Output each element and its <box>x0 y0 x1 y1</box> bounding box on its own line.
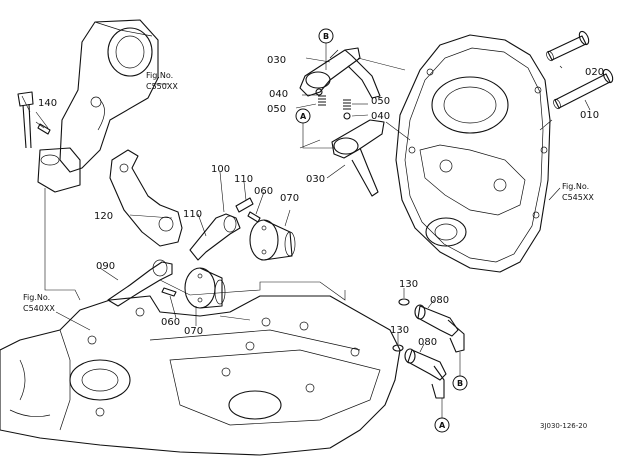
fig-ref-c540-code: C540XX <box>23 304 55 313</box>
callout-080-lower: 080 <box>418 337 437 348</box>
drawing-code: 3J030-126-20 <box>540 422 587 430</box>
flange-070-upper <box>247 211 296 261</box>
fig-ref-c545-label: Fig.No. <box>562 182 589 191</box>
callout-060-upper: 060 <box>254 186 273 197</box>
callout-120: 120 <box>94 211 113 222</box>
fig-ref-c550-label: Fig.No. <box>146 71 173 80</box>
callout-030-upper: 030 <box>267 55 286 66</box>
callout-050-right: 050 <box>371 96 390 107</box>
callout-040-upper: 040 <box>269 89 288 100</box>
pin-010 <box>553 68 614 110</box>
shift-fork-030-upper <box>299 47 381 99</box>
shaft-080-upper <box>414 304 465 353</box>
callout-080-upper: 080 <box>430 295 449 306</box>
marker-a-middle: A <box>300 112 307 121</box>
callout-130-upper: 130 <box>399 279 418 290</box>
flange-070-lower <box>161 267 226 309</box>
lower-transmission-housing <box>0 295 401 456</box>
shift-fork-030-lower <box>331 119 385 197</box>
circle-markers: B A B A <box>295 28 468 433</box>
gear-case-housing <box>395 34 551 273</box>
fig-ref-c550-code: C550XX <box>146 82 178 91</box>
callout-020: 020 <box>585 67 604 78</box>
callout-050-left: 050 <box>267 104 286 115</box>
callout-140: 140 <box>38 98 57 109</box>
lever-110-upper <box>189 197 254 261</box>
fig-ref-c540-label: Fig.No. <box>23 293 50 302</box>
callout-030-lower: 030 <box>306 174 325 185</box>
figure-references: Fig.No. C550XX Fig.No. C545XX Fig.No. C5… <box>23 71 594 313</box>
marker-b-bottom: B <box>457 379 463 388</box>
callout-110-upper: 110 <box>234 174 253 185</box>
shaft-080-lower <box>404 348 447 399</box>
pin-020 <box>546 30 590 62</box>
callout-110-lower: 110 <box>183 209 202 220</box>
callout-070-upper: 070 <box>280 193 299 204</box>
callout-040-right: 040 <box>371 111 390 122</box>
callout-060-lower: 060 <box>161 317 180 328</box>
callout-130-lower: 130 <box>390 325 409 336</box>
marker-b-top: B <box>323 32 329 41</box>
spring-ball-set <box>315 88 351 120</box>
upper-bracket-housing <box>37 19 159 193</box>
marker-a-bottom: A <box>439 421 446 430</box>
plate-120 <box>109 149 183 247</box>
leader-lines <box>21 43 591 418</box>
callout-labels: 020 010 030 040 050 050 040 030 140 120 … <box>38 55 604 348</box>
fig-ref-c545-code: C545XX <box>562 193 594 202</box>
callout-100: 100 <box>211 164 230 175</box>
callout-090: 090 <box>96 261 115 272</box>
bolt-140 <box>17 91 51 149</box>
callout-070-lower: 070 <box>184 326 203 337</box>
lever-090 <box>107 259 173 307</box>
callout-010: 010 <box>580 110 599 121</box>
